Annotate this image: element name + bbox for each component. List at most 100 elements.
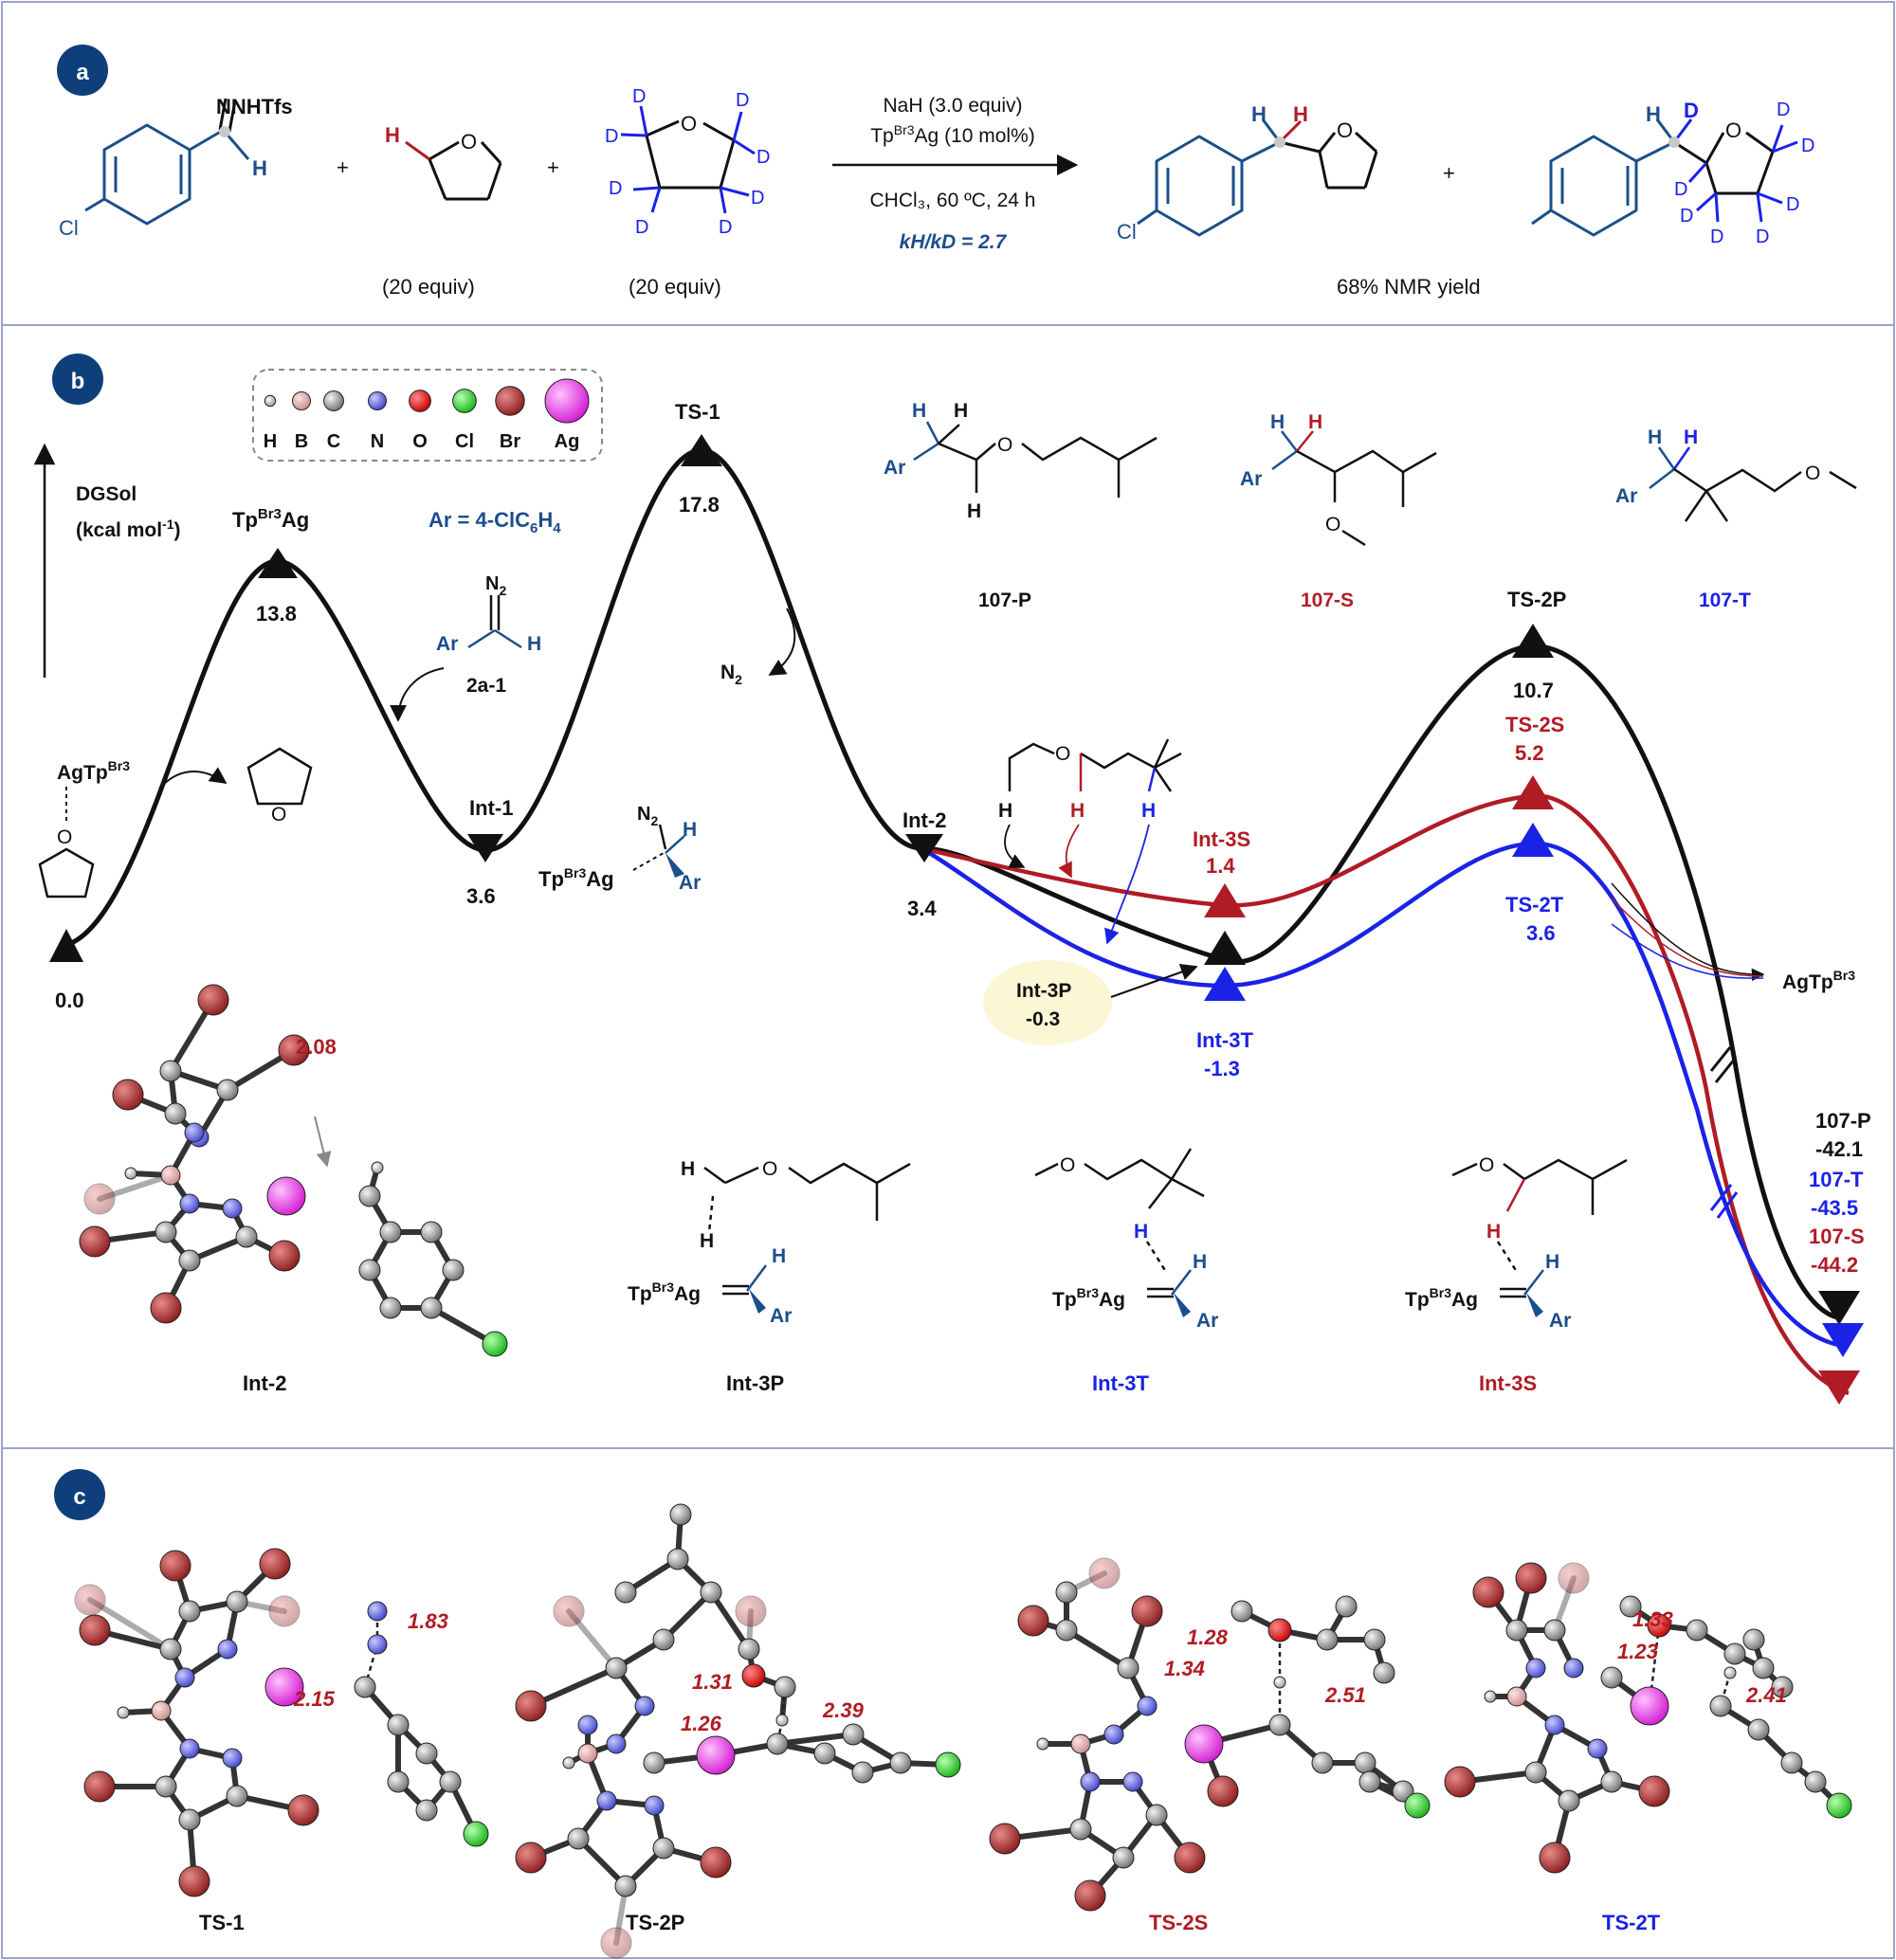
product-107p-structure <box>913 421 1158 498</box>
energy-int2: 3.4 <box>907 897 937 920</box>
atom-c <box>1358 1770 1381 1793</box>
atom-br <box>989 1823 1021 1855</box>
product-o-label: O <box>1337 118 1353 142</box>
t107-h2: H <box>1684 426 1698 448</box>
int3t-o: O <box>1060 1154 1075 1176</box>
atom-n <box>577 1715 598 1735</box>
p107-h3: H <box>967 500 981 522</box>
int3s-tpag: TpBr3Ag <box>1405 1285 1478 1311</box>
atom-br <box>1539 1842 1571 1874</box>
int3p-h: H <box>700 1230 714 1252</box>
label-107p: 107-P <box>1815 1109 1871 1133</box>
thf-o-label: O <box>461 130 477 154</box>
atom-c <box>652 1837 675 1860</box>
atom-c <box>1558 1789 1580 1812</box>
atom-c <box>379 1297 402 1319</box>
atom-br <box>1131 1595 1163 1627</box>
ts2s-3d-model <box>989 1557 1431 1912</box>
legend-label-br: Br <box>500 431 520 452</box>
ether-h-t: H <box>1141 800 1156 822</box>
diazo-2a1: N2 Ar H 2a-1 <box>390 573 541 722</box>
int3s-h: H <box>1486 1221 1501 1243</box>
atom-n <box>634 1696 655 1716</box>
atom-c <box>643 1751 665 1774</box>
panel-c-transition-states: 1.83 2.15 1.31 1.26 2.39 1.28 1.34 2.51 … <box>74 1503 1852 1959</box>
int3p-o: O <box>762 1158 777 1180</box>
ts-distances: 1.83 2.15 1.31 1.26 2.39 1.28 1.34 2.51 … <box>293 1607 1787 1735</box>
axis-break-t <box>1709 1184 1739 1219</box>
atom-h <box>1723 1666 1737 1679</box>
atom-c <box>1354 1751 1376 1774</box>
atom-cl <box>1826 1792 1852 1819</box>
atom-c <box>1771 1676 1794 1698</box>
dist-ts2t-b: 1.23 <box>1617 1640 1658 1663</box>
atom-c <box>1505 1619 1528 1642</box>
legend-label-n: N <box>371 431 384 452</box>
atom-n <box>644 1795 665 1816</box>
panel-letter-c: c <box>73 1484 85 1510</box>
diazo-h-label: H <box>527 633 541 655</box>
p107-h2: H <box>954 400 968 422</box>
dist-ts2p-a: 1.31 <box>692 1670 733 1694</box>
atom-c <box>842 1723 865 1746</box>
atom-h <box>117 1706 130 1719</box>
condition-catalyst: TpBr3Ag (10 mol%) <box>870 122 1035 147</box>
atom-br <box>1515 1562 1547 1594</box>
atom-c <box>1335 1595 1358 1618</box>
atom-c <box>889 1751 912 1774</box>
s107-h1: H <box>1270 411 1285 433</box>
product-h <box>1137 118 1378 237</box>
atom-c <box>1600 1666 1623 1689</box>
atom-br <box>112 1079 144 1111</box>
atom-n <box>1587 1738 1608 1759</box>
atom-n <box>1563 1658 1584 1679</box>
atom-n <box>1137 1696 1158 1716</box>
legend-atom-cl <box>452 389 477 413</box>
atom-cl <box>482 1331 508 1357</box>
productd-d-label: D <box>1684 99 1699 122</box>
label-107s: 107-S <box>1809 1225 1865 1248</box>
panel-a-scheme: NNHTfs H Cl + O H (20 equiv) + <box>59 86 1814 299</box>
atom-c <box>1311 1751 1334 1774</box>
atom-n <box>606 1733 627 1754</box>
s107-ar: Ar <box>1240 468 1262 490</box>
atom-br <box>268 1240 301 1272</box>
bottom-label-int3p: Int-3P <box>726 1371 784 1395</box>
legend-label-h: H <box>264 431 277 452</box>
atom-n <box>1103 1724 1124 1745</box>
int3s-ar: Ar <box>1549 1310 1571 1332</box>
atom-c <box>387 1770 410 1793</box>
int3s-o: O <box>1479 1154 1494 1176</box>
label-107s-structure: 107-S <box>1301 590 1354 611</box>
exit-path-s <box>1611 898 1764 977</box>
atom-c <box>738 1638 760 1661</box>
atom-o <box>741 1663 766 1688</box>
atom-br <box>79 1225 111 1258</box>
panel-letter-b: b <box>71 369 85 394</box>
d-label: D <box>1710 227 1723 247</box>
atom-n <box>184 1122 205 1143</box>
atom-c <box>605 1657 628 1679</box>
atom-c <box>700 1581 722 1604</box>
legend-atom-n <box>368 391 387 410</box>
atom-h <box>562 1756 575 1769</box>
d-label: D <box>751 188 764 209</box>
legend-label-o: O <box>412 431 428 452</box>
label-int3p: Int-3P <box>1016 980 1071 1002</box>
label-ts2t: TS-2T <box>1505 893 1564 916</box>
label-ts2t-model: TS-2T <box>1602 1911 1661 1934</box>
dist-ts2s-c: 2.51 <box>1324 1683 1366 1707</box>
atom-c <box>178 1249 201 1272</box>
atom-c <box>226 1785 248 1807</box>
d-label: D <box>1786 194 1799 215</box>
thfd8-o-label: O <box>681 112 697 136</box>
atom-c <box>614 1581 637 1604</box>
label-ts2s-model: TS-2S <box>1149 1911 1208 1934</box>
bond <box>575 1836 629 1889</box>
atom-ag <box>696 1735 736 1775</box>
atom-br <box>1638 1775 1670 1807</box>
marker-ts1 <box>681 434 722 466</box>
d-label: D <box>736 90 749 111</box>
